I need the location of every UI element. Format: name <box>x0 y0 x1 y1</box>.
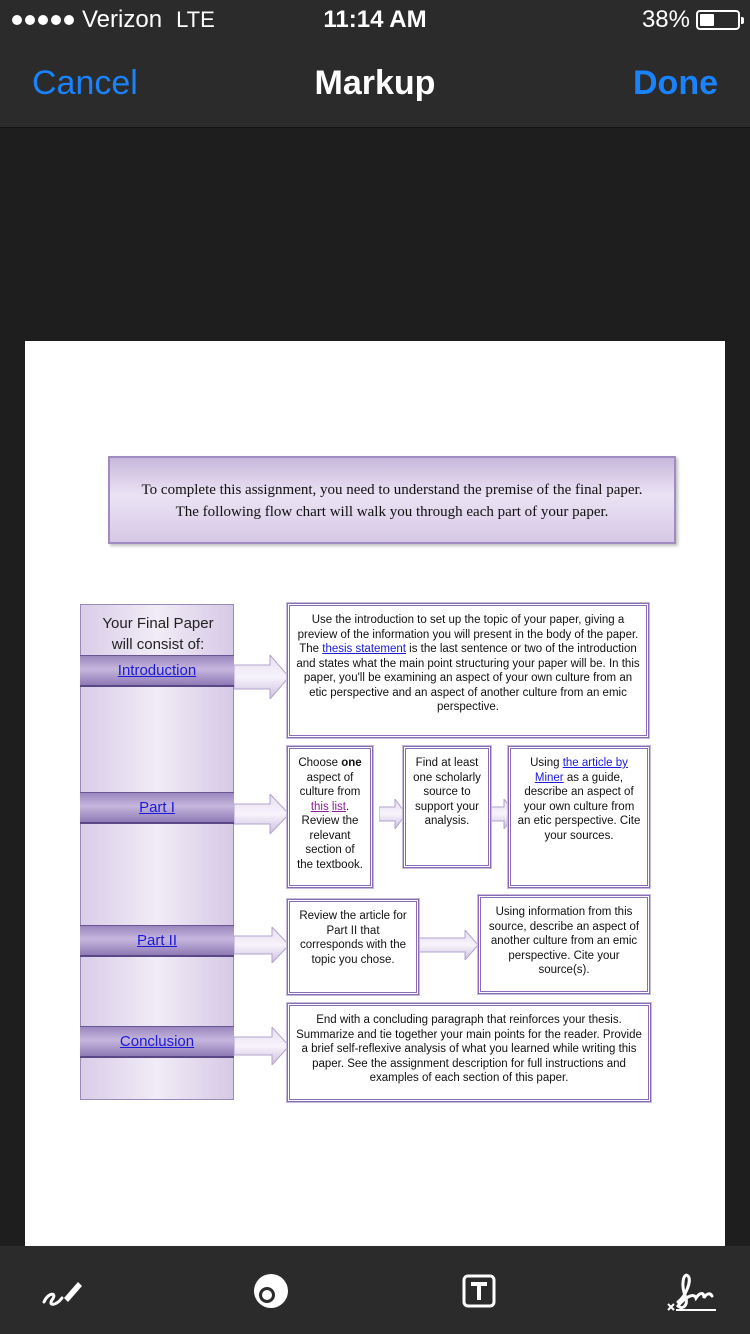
battery-icon <box>696 10 744 30</box>
introduction-text-2: is the last sentence or two of the intro… <box>296 643 640 713</box>
nav-bar: Cancel Markup Done <box>0 40 750 128</box>
conclusion-label: Conclusion <box>80 1026 234 1058</box>
paper-structure-title-line1: Your Final Paper <box>102 615 214 632</box>
part2-arrow-icon <box>234 927 290 963</box>
text-tool-button[interactable] <box>456 1268 502 1314</box>
intro-arrow-icon <box>234 655 290 699</box>
markup-toolbar <box>0 1246 750 1334</box>
battery-fill <box>700 14 714 26</box>
pen-tool-button[interactable] <box>38 1268 84 1314</box>
intro-line-2: The following flow chart will walk you t… <box>175 504 609 520</box>
paper-structure-title: Your Final Paper will consist of: <box>81 613 235 655</box>
magnifier-icon <box>254 1274 288 1308</box>
part1-step1-description: Choose one aspect of culture from this l… <box>287 746 373 888</box>
status-bar: Verizon LTE 11:14 AM 38% <box>0 0 750 40</box>
conclusion-arrow-icon <box>234 1027 290 1065</box>
conclusion-description: End with a concluding paragraph that rei… <box>287 1003 651 1102</box>
part2-label: Part II <box>80 925 234 957</box>
this-list-link-2[interactable]: list <box>331 800 346 813</box>
signature-icon <box>667 1273 716 1311</box>
part1-step3-description: Using the article by Miner as a guide, d… <box>508 746 650 888</box>
part1-arrow-icon <box>234 794 290 834</box>
part1-label: Part I <box>80 792 234 824</box>
text-icon <box>462 1274 496 1308</box>
pen-icon <box>42 1282 82 1306</box>
carrier-info: Verizon LTE <box>12 6 215 34</box>
part1-step3-text-1: Using <box>530 757 563 769</box>
carrier-name: Verizon <box>82 6 163 33</box>
part1-step3-text-2: as a guide, describe an aspect of your o… <box>517 771 641 842</box>
battery-percent: 38% <box>641 6 690 33</box>
part1-step2-description: Find at least one scholarly source to su… <box>403 746 491 868</box>
part1-step2-text: Find at least one scholarly source to su… <box>413 757 481 827</box>
page-title: Markup <box>314 64 436 102</box>
part1-step1-text-1: Choose <box>298 757 342 769</box>
introduction-link[interactable]: Introduction <box>117 662 197 679</box>
paper-structure-title-line2: will consist of: <box>111 636 205 653</box>
signal-strength-icon <box>12 15 74 25</box>
part1-arrow-2-icon <box>379 799 407 829</box>
conclusion-link[interactable]: Conclusion <box>119 1033 195 1050</box>
introduction-description: Use the introduction to set up the topic… <box>287 603 649 738</box>
part2-link[interactable]: Part II <box>136 932 177 949</box>
part2-step1-text: Review the article for Part II that corr… <box>299 910 407 966</box>
done-button[interactable]: Done <box>633 64 718 102</box>
battery-info: 38% <box>641 6 744 34</box>
this-list-link-1[interactable]: this <box>310 800 329 813</box>
part1-step1-text-3: . Review the relevant section of the tex… <box>297 800 363 871</box>
introduction-text-1: Use the introduction to set up the topic… <box>297 614 639 655</box>
thesis-statement-link[interactable]: thesis statement <box>322 643 406 655</box>
intro-line-1: To complete this assignment, you need to… <box>141 482 643 498</box>
cancel-button[interactable]: Cancel <box>32 64 138 102</box>
part1-link[interactable]: Part I <box>139 799 175 816</box>
document-page[interactable]: To complete this assignment, you need to… <box>25 341 725 1246</box>
part2-step2-description: Using information from this source, desc… <box>478 895 650 994</box>
part2-step2-text: Using information from this source, desc… <box>488 906 640 976</box>
part2-step1-description: Review the article for Part II that corr… <box>287 899 419 995</box>
conclusion-text: End with a concluding paragraph that rei… <box>296 1014 642 1084</box>
magnifier-tool-button[interactable] <box>248 1268 294 1314</box>
network-type: LTE <box>176 7 215 32</box>
part1-step1-bold: one <box>341 757 362 769</box>
part1-step1-text-2: aspect of culture from <box>299 771 361 799</box>
clock: 11:14 AM <box>323 6 427 33</box>
assignment-intro-banner: To complete this assignment, you need to… <box>108 456 676 544</box>
signature-tool-button[interactable] <box>666 1268 718 1314</box>
introduction-label: Introduction <box>80 655 234 687</box>
part2-arrow-2-icon <box>415 930 479 960</box>
article-by-miner-link[interactable]: the article by Miner <box>534 757 628 784</box>
